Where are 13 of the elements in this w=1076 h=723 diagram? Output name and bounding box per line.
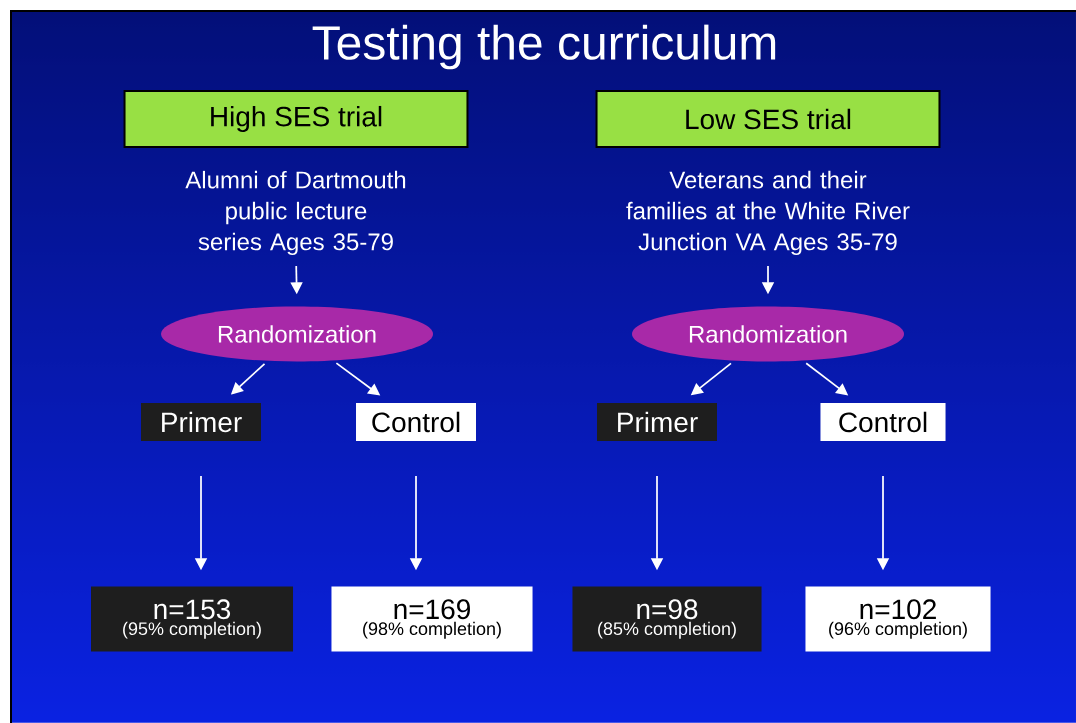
group-box: Control — [820, 403, 946, 441]
group-box: Primer — [141, 403, 261, 441]
description-text: Veterans and their families at the White River Junction VA Ages 35-79 — [626, 170, 910, 256]
result-box: n=169 (98% completion) — [331, 586, 533, 652]
group-box: Primer — [597, 403, 717, 441]
description-text: Alumni of Dartmouth public lecture series Ages 35-79 — [185, 170, 406, 256]
group-box: Control — [356, 403, 476, 441]
trial-box: Low SES trial — [595, 90, 941, 148]
result-box: n=98 (85% completion) — [572, 586, 762, 652]
result-box: n=102 (96% completion) — [805, 586, 991, 652]
result-box: n=153 (95% completion) — [91, 586, 293, 652]
trial-box: High SES trial — [123, 90, 469, 148]
slide-title: Testing the curriculum — [312, 24, 776, 70]
